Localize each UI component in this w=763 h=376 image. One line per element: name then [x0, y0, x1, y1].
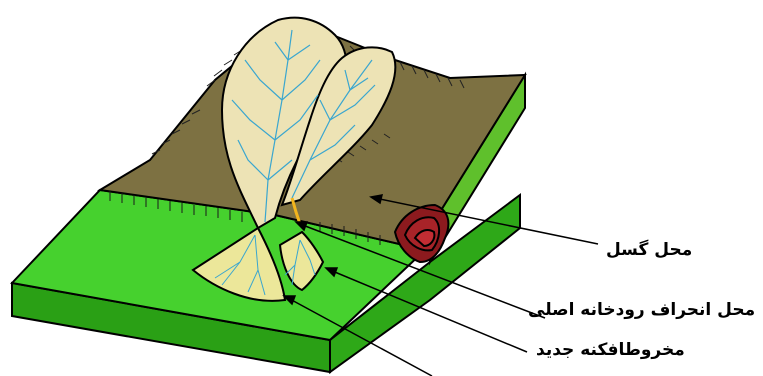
new-fan-label: مخروطافکنه جدید: [536, 340, 685, 360]
river-diversion-label: محل انحراف رودخانه اصلی: [528, 300, 755, 320]
fault-label: محل گسل: [606, 240, 692, 260]
